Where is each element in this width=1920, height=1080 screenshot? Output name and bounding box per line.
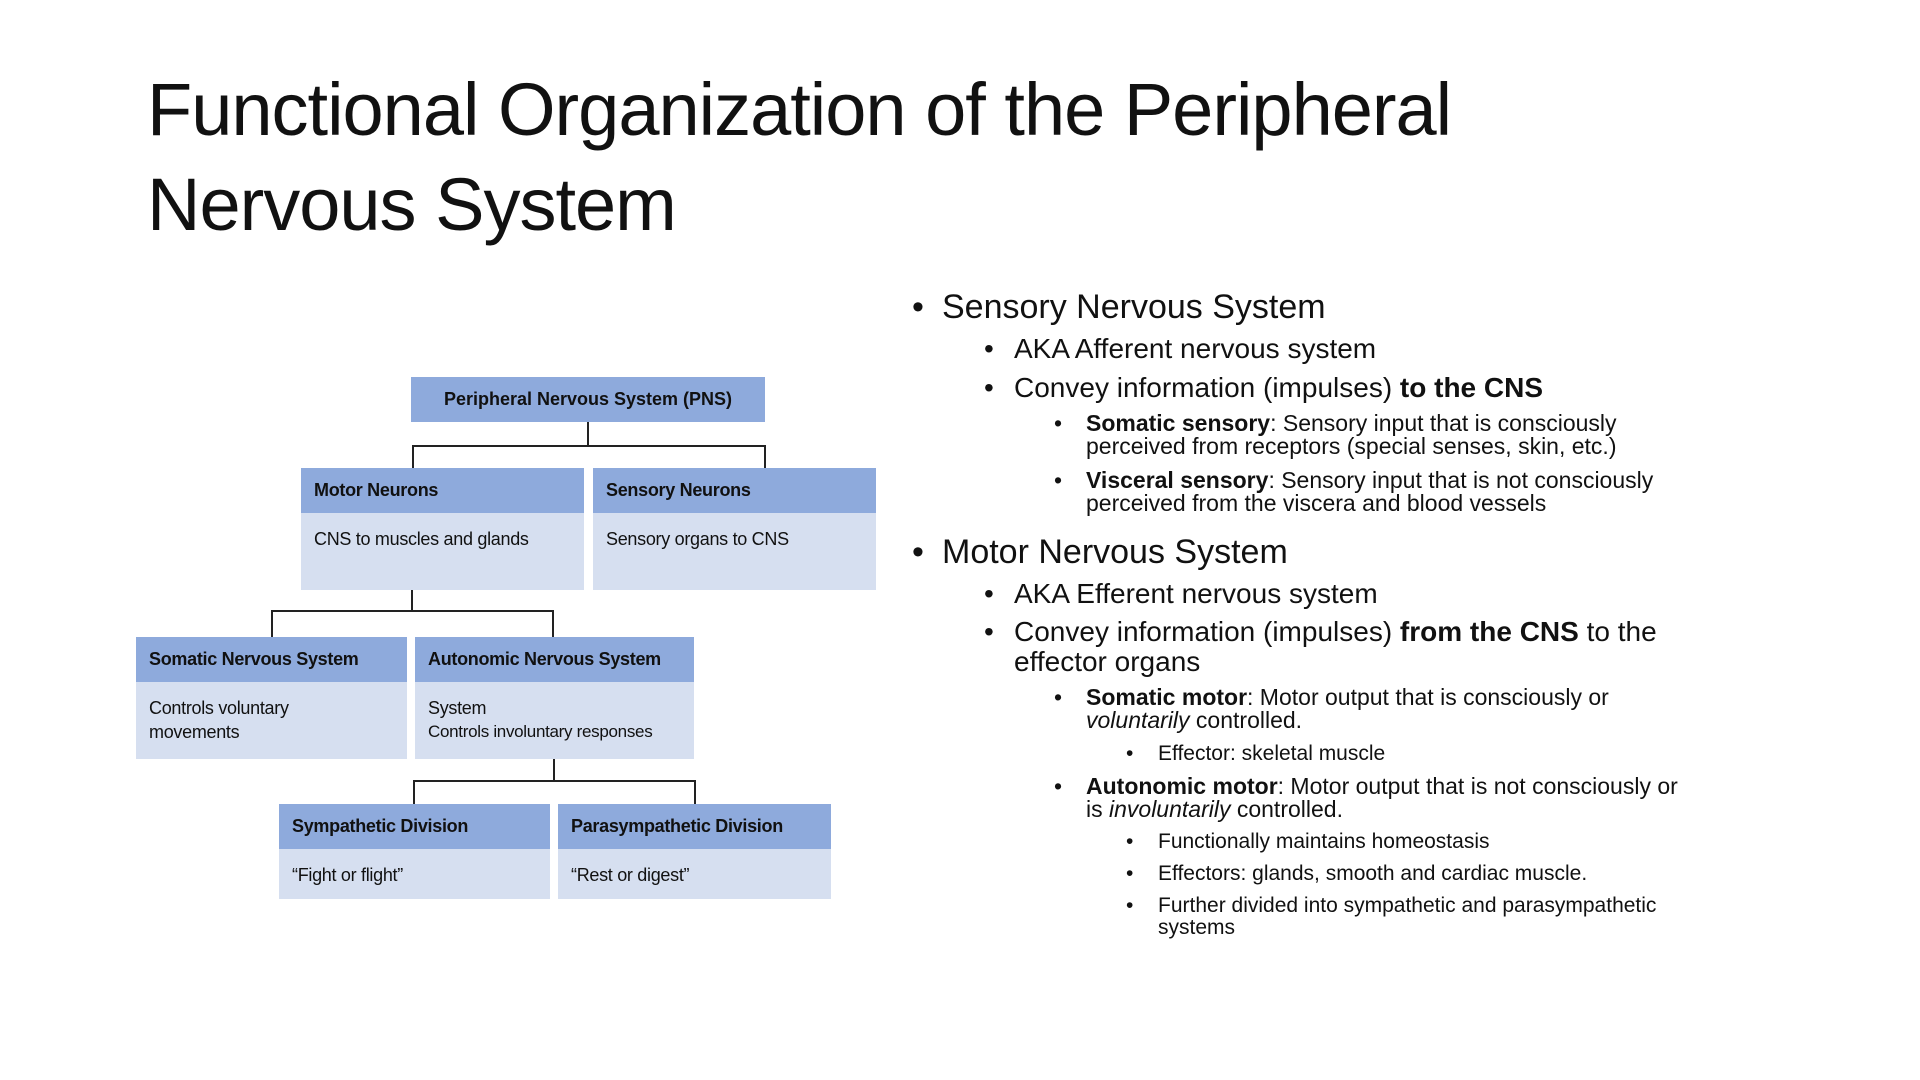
box-header: Sensory Neurons	[593, 468, 876, 513]
connector	[694, 780, 696, 804]
connector	[412, 445, 414, 468]
bullet-effector-skeletal: • Effector: skeletal muscle	[1126, 742, 1386, 765]
connector	[413, 780, 415, 804]
bullet-text-italic: involuntarily	[1109, 796, 1231, 822]
bullet-somatic-sensory: • Somatic sensory: Sensory input that is…	[1054, 410, 1617, 459]
bullet-text: controlled.	[1189, 707, 1303, 733]
bullet-dot: •	[1054, 410, 1063, 436]
connector	[764, 445, 766, 468]
bullet-text: perceived from the viscera and blood ves…	[1086, 490, 1547, 516]
somatic-nervous-system-box: Somatic Nervous System Controls voluntar…	[136, 637, 407, 759]
bullet-text: Functionally maintains homeostasis	[1158, 830, 1490, 853]
bullet-dot: •	[912, 288, 924, 326]
bullet-dot: •	[912, 533, 924, 571]
bullet-effectors-glands: • Effectors: glands, smooth and cardiac …	[1126, 862, 1588, 885]
bullet-text: AKA Afferent nervous system	[1014, 333, 1377, 364]
box-header: Sympathetic Division	[279, 804, 550, 849]
bullet-text: : Motor output that is not consciously o…	[1277, 773, 1678, 799]
sympathetic-division-box: Sympathetic Division “Fight or flight”	[279, 804, 550, 899]
bullet-dot: •	[984, 616, 994, 647]
bullet-text: : Sensory input that is consciously	[1270, 410, 1617, 436]
bullet-dot: •	[1054, 467, 1063, 493]
slide-title: Functional Organization of the Periphera…	[147, 62, 1452, 252]
box-header: Motor Neurons	[301, 468, 584, 513]
bullet-text-bold: Autonomic motor	[1086, 773, 1278, 799]
bullet-text: effector organs	[1014, 646, 1201, 677]
bullet-text-bold: Somatic motor	[1086, 684, 1248, 710]
box-body-line: System	[428, 698, 487, 718]
bullet-text: perceived from receptors (special senses…	[1086, 433, 1617, 459]
bullet-text: Sensory Nervous System	[942, 288, 1326, 326]
autonomic-nervous-system-box: Autonomic Nervous System System Controls…	[415, 637, 694, 759]
connector	[552, 610, 554, 637]
bullet-dot: •	[1126, 830, 1134, 853]
box-body-line: Controls voluntary	[149, 698, 289, 718]
bullet-somatic-motor: • Somatic motor: Motor output that is co…	[1054, 684, 1609, 733]
connector	[553, 759, 555, 781]
bullet-convey-from-cns: • Convey information (impulses) from the…	[984, 616, 1657, 677]
bullet-visceral-sensory: • Visceral sensory: Sensory input that i…	[1054, 467, 1654, 516]
bullet-dot: •	[1054, 773, 1063, 799]
bullet-dot: •	[984, 578, 994, 609]
bullet-dot: •	[984, 372, 994, 403]
bullet-further-divided: • Further divided into sympathetic and p…	[1126, 894, 1657, 939]
bullet-text: : Sensory input that is not consciously	[1268, 467, 1654, 493]
bullet-text-bold: from the CNS	[1399, 616, 1579, 647]
bullet-convey-to-cns: • Convey information (impulses) to the C…	[984, 372, 1544, 403]
bullet-text: is	[1086, 796, 1109, 822]
bullet-dot: •	[984, 333, 994, 364]
pns-box: Peripheral Nervous System (PNS)	[411, 377, 765, 422]
motor-neurons-box: Motor Neurons CNS to muscles and glands	[301, 468, 584, 590]
bullet-text: Convey information (impulses)	[1014, 616, 1400, 647]
bullet-motor-nervous-system: • Motor Nervous System	[912, 532, 1288, 572]
box-body-line: movements	[149, 722, 240, 742]
box-header: Autonomic Nervous System	[415, 637, 694, 682]
bullet-dot: •	[1126, 742, 1134, 765]
box-body-line: Controls involuntary responses	[428, 722, 653, 741]
bullet-text-bold: Visceral sensory	[1086, 467, 1269, 493]
bullet-text: Further divided into sympathetic and par…	[1158, 894, 1657, 917]
connector	[413, 780, 696, 782]
bullet-text: systems	[1158, 916, 1236, 939]
box-header: Parasympathetic Division	[558, 804, 831, 849]
parasympathetic-division-box: Parasympathetic Division “Rest or digest…	[558, 804, 831, 899]
slide-title-line2: Nervous System	[147, 163, 677, 246]
bullet-efferent: • AKA Efferent nervous system	[984, 578, 1378, 609]
box-body: “Rest or digest”	[571, 865, 690, 885]
bullet-text: AKA Efferent nervous system	[1014, 578, 1378, 609]
box-body: Sensory organs to CNS	[606, 529, 789, 549]
bullet-text-bold: Somatic sensory	[1086, 410, 1271, 436]
bullet-dot: •	[1126, 862, 1134, 885]
connector	[271, 610, 554, 612]
connector	[411, 590, 413, 611]
bullet-autonomic-motor: • Autonomic motor: Motor output that is …	[1054, 773, 1678, 822]
box-body: “Fight or flight”	[292, 865, 403, 885]
bullet-homeostasis: • Functionally maintains homeostasis	[1126, 830, 1490, 853]
bullet-text: Motor Nervous System	[942, 533, 1288, 571]
sensory-neurons-box: Sensory Neurons Sensory organs to CNS	[593, 468, 876, 590]
bullet-text: Effectors: glands, smooth and cardiac mu…	[1158, 862, 1588, 885]
bullet-sensory-nervous-system: • Sensory Nervous System	[912, 287, 1326, 327]
connector	[412, 445, 766, 447]
slide-title-line1: Functional Organization of the Periphera…	[147, 68, 1452, 151]
bullet-dot: •	[1054, 684, 1063, 710]
box-header: Somatic Nervous System	[136, 637, 407, 682]
bullet-text-italic: voluntarily	[1086, 707, 1190, 733]
connector	[271, 610, 273, 637]
bullet-text: controlled.	[1230, 796, 1343, 822]
bullet-text: Convey information (impulses)	[1014, 372, 1400, 403]
bullet-afferent: • AKA Afferent nervous system	[984, 333, 1377, 364]
box-body: CNS to muscles and glands	[314, 529, 529, 549]
bullet-text-bold: to the CNS	[1399, 372, 1544, 403]
connector	[587, 422, 589, 446]
bullet-text: to the	[1578, 616, 1657, 647]
bullet-dot: •	[1126, 894, 1134, 917]
bullet-text: : Motor output that is consciously or	[1247, 684, 1609, 710]
bullet-text: Effector: skeletal muscle	[1158, 742, 1386, 765]
